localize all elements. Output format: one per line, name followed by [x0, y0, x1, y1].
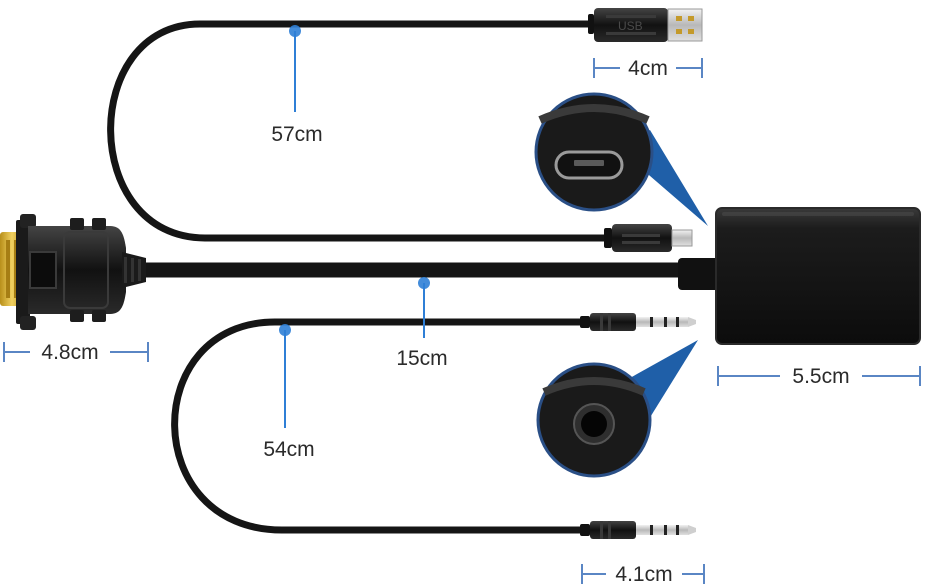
length-marker-main-cable [418, 277, 430, 338]
dimension-adapter-box [717, 366, 921, 386]
vga-connector [0, 214, 146, 330]
label-usb-cable-length: 57cm [271, 123, 322, 146]
label-adapter-box-width: 5.5cm [792, 365, 849, 388]
dimension-usb-plug [593, 58, 703, 78]
usb-a-plug: USB [588, 8, 703, 42]
label-audio-plug-length: 4.1cm [615, 563, 672, 586]
dimension-audio-plug [581, 564, 705, 584]
label-vga-connector-width: 4.8cm [41, 341, 98, 364]
label-audio-cable-length: 54cm [263, 438, 314, 461]
audio-cable [171, 318, 589, 534]
label-main-cable-length: 15cm [396, 347, 447, 370]
micro-usb-plug [604, 224, 693, 252]
length-marker-usb-cable [289, 25, 301, 112]
audio-jack-callout [536, 340, 698, 478]
audio-plug-top [580, 313, 696, 331]
micro-usb-port-callout [534, 92, 708, 226]
label-usb-plug-length: 4cm [628, 57, 668, 80]
svg-text:USB: USB [618, 19, 643, 33]
dimension-vga-connector [3, 342, 149, 362]
length-marker-audio-cable [279, 324, 291, 428]
adapter-box [678, 207, 921, 345]
usb-power-cable [107, 20, 616, 242]
audio-plug-bottom [580, 521, 696, 539]
